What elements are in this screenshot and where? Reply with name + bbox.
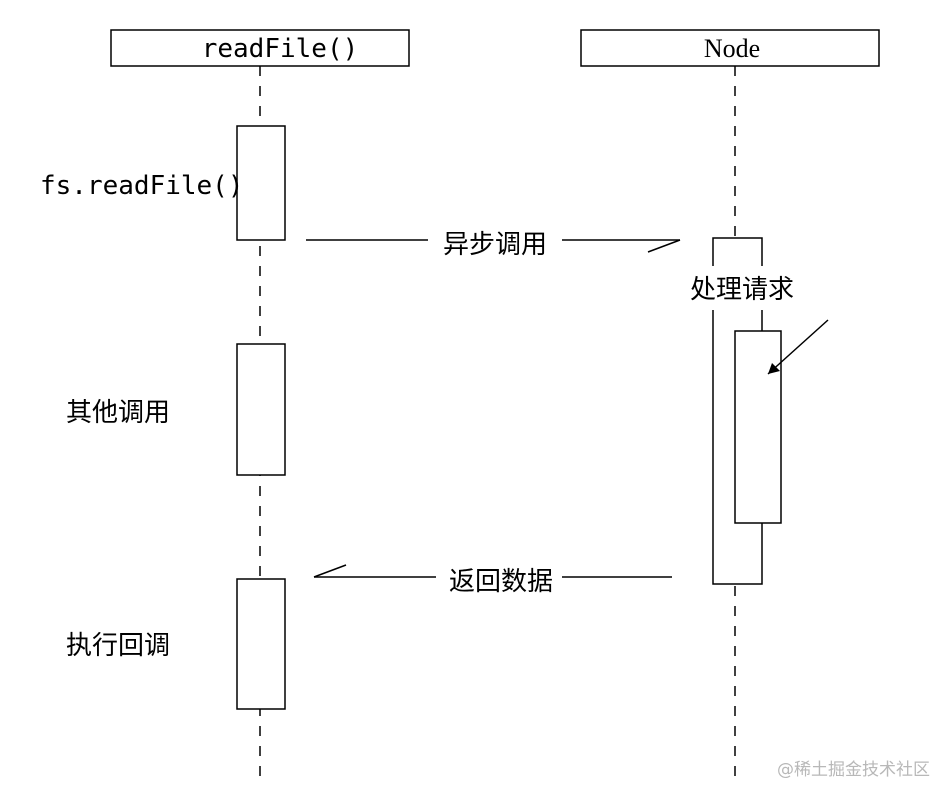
- label-process-request: 处理请求: [690, 275, 794, 305]
- process-pointer-arrowhead: [768, 363, 780, 374]
- label-mask-process-request: [678, 266, 808, 310]
- participant-label-node: Node: [704, 34, 760, 63]
- participant-label-readfile: readFile(): [202, 34, 359, 64]
- message-async-call-arrowhead: [647, 239, 681, 253]
- activation-node-inner: [734, 330, 782, 524]
- label-other-calls: 其他调用: [66, 398, 170, 428]
- participant-box-readfile: [110, 29, 410, 67]
- message-async-call-label: 异步调用: [443, 230, 547, 260]
- process-pointer-line: [767, 319, 829, 375]
- message-return-label: 返回数据: [449, 567, 553, 597]
- participant-box-node: [580, 29, 880, 67]
- label-fs-readfile: fs.readFile(): [40, 171, 244, 201]
- label-execute-callback: 执行回调: [66, 631, 170, 661]
- message-return-arrowhead: [313, 564, 347, 578]
- activation-other-calls: [236, 343, 286, 476]
- activation-fs-readfile: [236, 125, 286, 241]
- activation-callback: [236, 578, 286, 710]
- watermark-text: @稀土掘金技术社区: [777, 760, 930, 780]
